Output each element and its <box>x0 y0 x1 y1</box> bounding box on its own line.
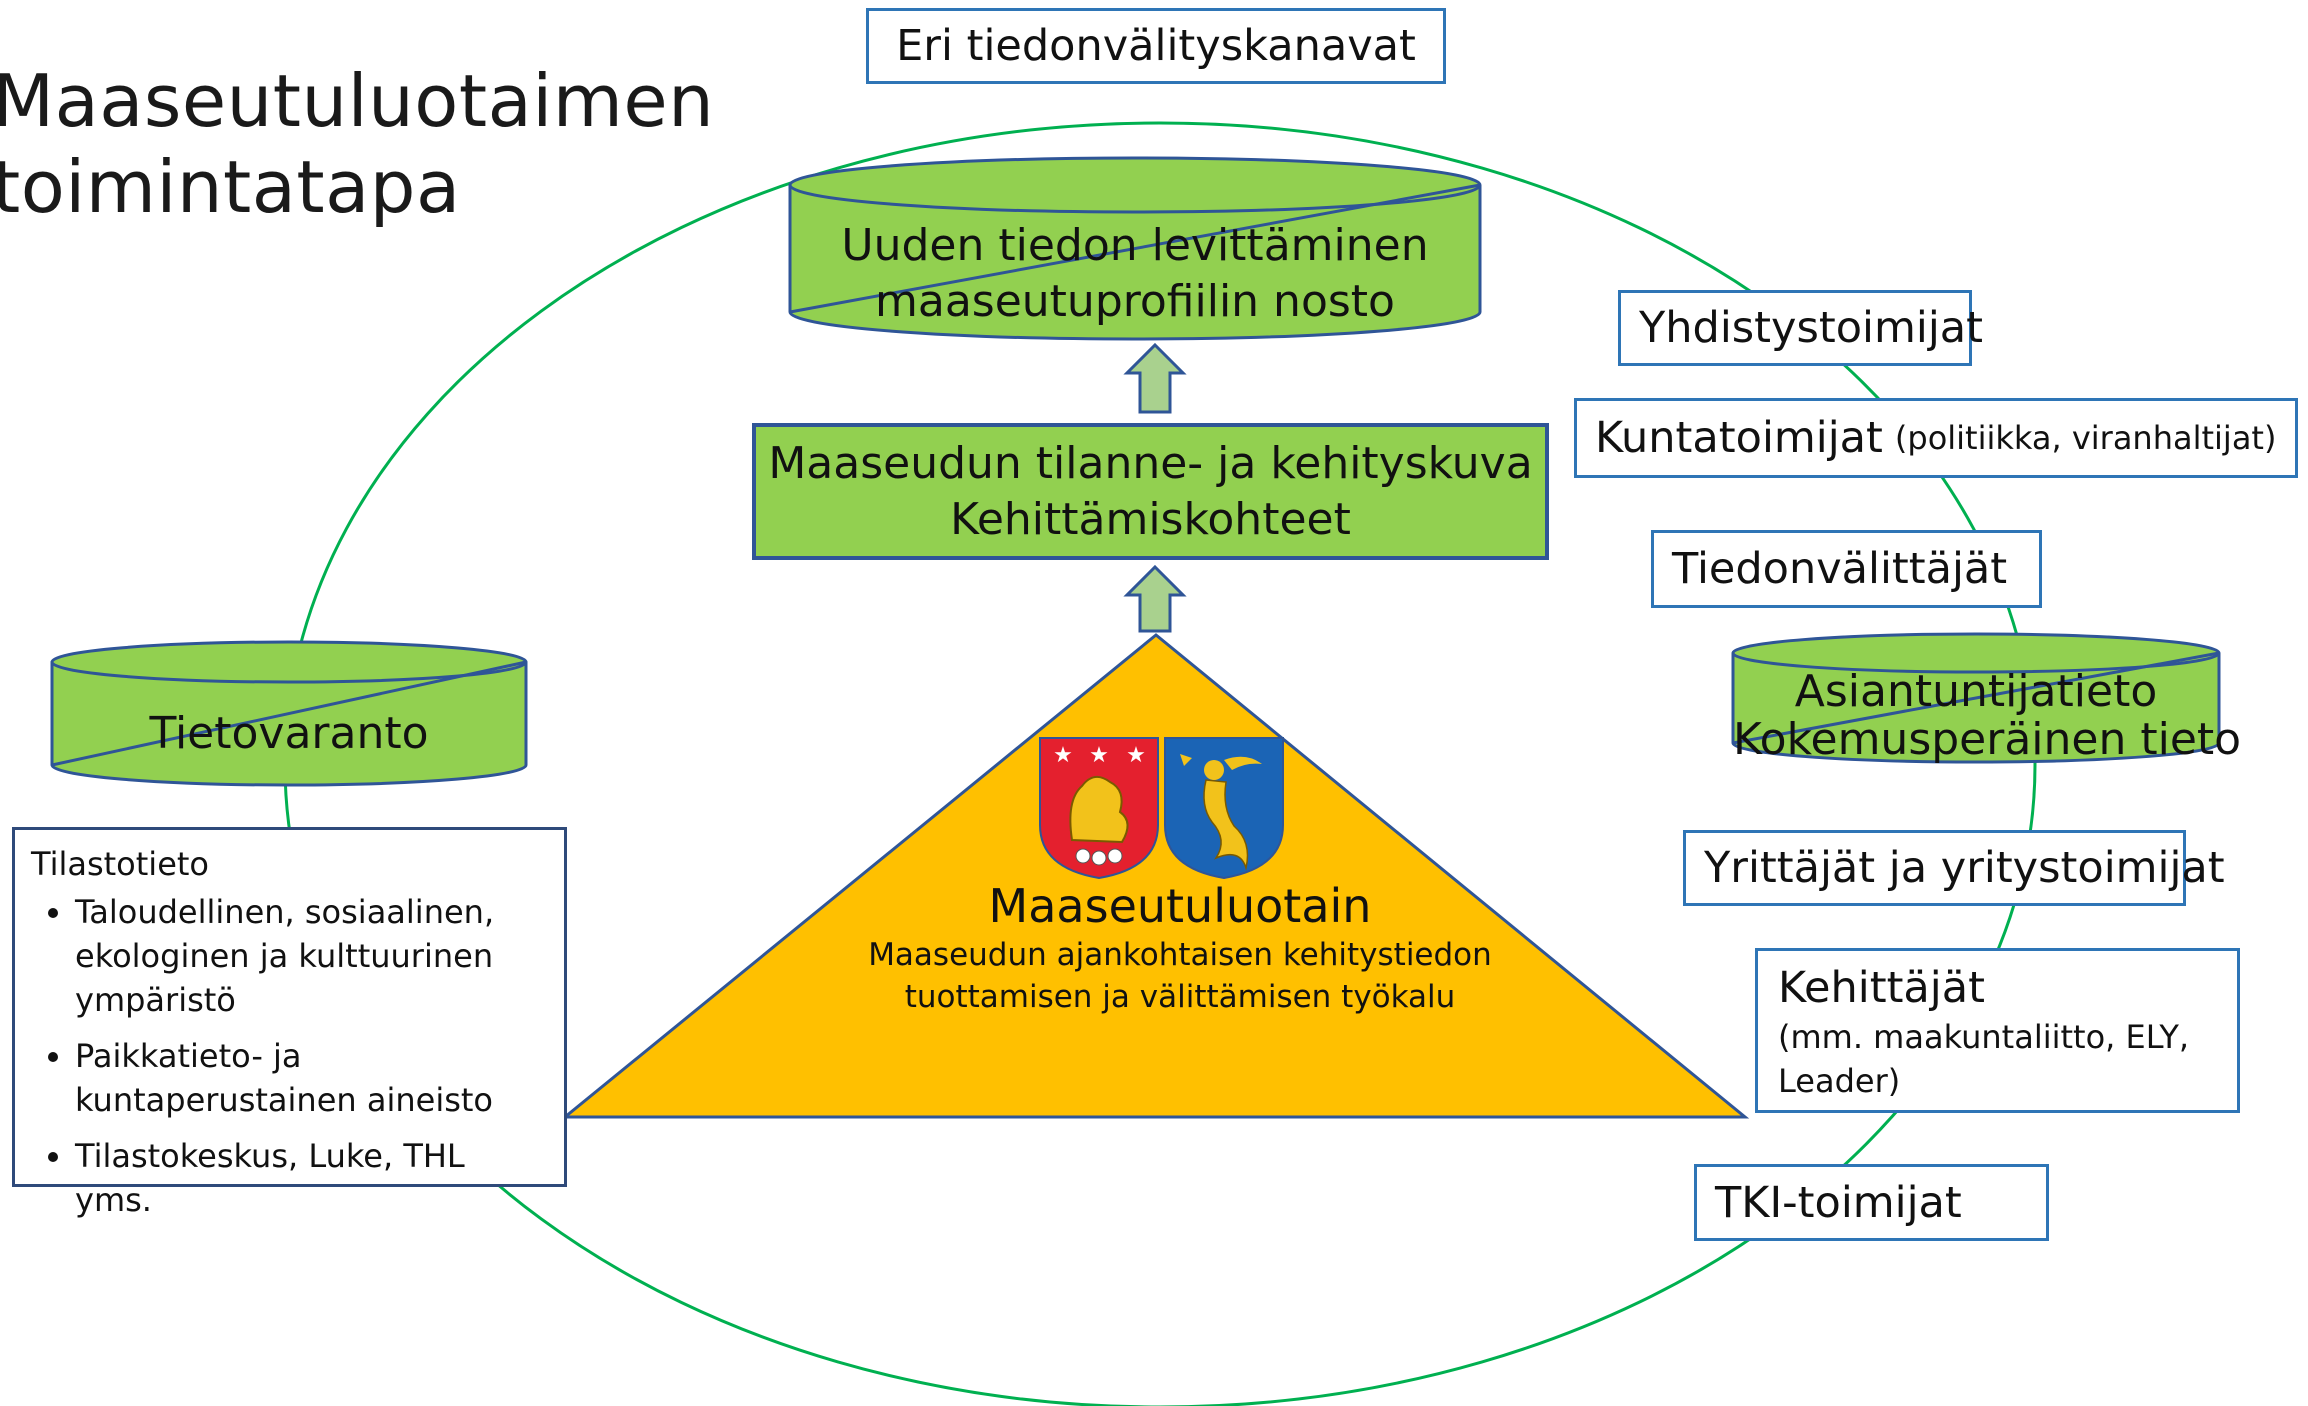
up-arrow-lower <box>1123 564 1187 633</box>
top-cylinder-line-1: Uuden tiedon levittäminen <box>841 220 1429 271</box>
right-cylinder-line-1: Asiantuntijatieto <box>1794 666 2158 717</box>
statistics-list: Taloudellinen, sosiaalinen, ekologinen j… <box>31 890 548 1222</box>
right-cylinder-label: Asiantuntijatieto Kokemusperäinen tieto <box>1733 666 2242 765</box>
statistics-item: Taloudellinen, sosiaalinen, ekologinen j… <box>75 890 548 1022</box>
municipal-label: Kuntatoimijat <box>1595 413 1883 463</box>
left-cylinder <box>50 640 528 787</box>
svg-text:★: ★ <box>1126 743 1146 768</box>
title-line-1: Maaseutuluotaimen <box>0 59 715 143</box>
top-cylinder-line-2: maaseutuprofiilin nosto <box>875 276 1395 327</box>
statistics-heading: Tilastotieto <box>31 845 209 883</box>
top-cylinder <box>788 156 1482 341</box>
channels-box: Eri tiedonvälityskanavat <box>866 8 1446 84</box>
triangle-desc-line-1: Maaseudun ajankohtaisen kehitystiedon <box>868 937 1492 973</box>
statistics-item: Paikkatieto- ja kuntaperustainen aineist… <box>75 1034 548 1122</box>
mediators-box: Tiedonvälittäjät <box>1651 530 2042 608</box>
top-cylinder-label: Uuden tiedon levittäminen maaseutuprofii… <box>790 218 1480 330</box>
title-line-2: toimintatapa <box>0 145 461 229</box>
left-cylinder-label: Tietovaranto <box>149 708 429 759</box>
situation-line-2: Kehittämiskohteet <box>950 493 1351 545</box>
statistics-box: Tilastotieto Taloudellinen, sosiaalinen,… <box>12 827 567 1219</box>
situation-box: Maaseudun tilanne- ja kehityskuva Kehitt… <box>752 423 1549 560</box>
rdi-box: TKI-toimijat <box>1694 1164 2049 1241</box>
triangle-text: Maaseutuluotain Maaseudun ajankohtaisen … <box>770 878 1590 1018</box>
municipal-note: (politiikka, viranhaltijat) <box>1894 419 2277 457</box>
up-arrow-upper <box>1123 342 1187 414</box>
associations-box: Yhdistystoimijat <box>1618 290 1983 366</box>
triangle-name: Maaseutuluotain <box>988 879 1372 933</box>
developers-label: Kehittäjät <box>1778 963 1985 1013</box>
right-cylinder <box>1731 632 2221 764</box>
statistics-item: Tilastokeskus, Luke, THL yms. <box>75 1134 548 1222</box>
entrepreneurs-box: Yrittäjät ja yritystoimijat <box>1683 830 2225 906</box>
svg-text:★: ★ <box>1053 743 1073 768</box>
triangle-desc-line-2: tuottamisen ja välittämisen työkalu <box>904 979 1456 1015</box>
municipal-box: Kuntatoimijat (politiikka, viranhaltijat… <box>1574 398 2298 478</box>
page-title: Maaseutuluotaimen toimintatapa <box>0 58 714 230</box>
developers-note-line-1: (mm. maakuntaliitto, ELY, <box>1778 1018 2190 1056</box>
situation-line-1: Maaseudun tilanne- ja kehityskuva <box>768 437 1533 489</box>
triangle-shape <box>560 633 1750 1119</box>
coat-of-arms-red: ★ ★ ★ <box>1039 737 1159 880</box>
developers-box: Kehittäjät (mm. maakuntaliitto, ELY, Lea… <box>1755 948 2240 1113</box>
developers-note-line-2: Leader) <box>1778 1062 1901 1100</box>
coat-of-arms-blue <box>1164 737 1284 880</box>
svg-text:★: ★ <box>1089 743 1109 768</box>
right-cylinder-line-2: Kokemusperäinen tieto <box>1733 714 2242 765</box>
